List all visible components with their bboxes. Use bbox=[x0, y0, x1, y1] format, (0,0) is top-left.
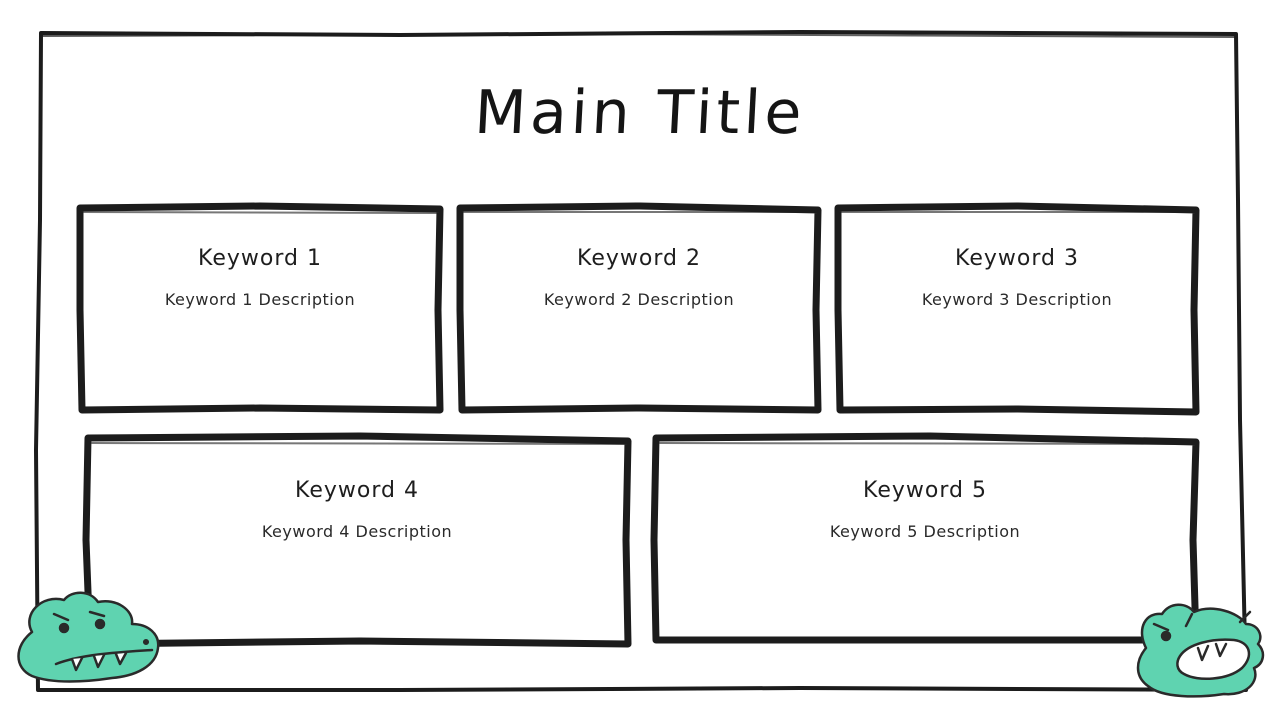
page-title: Main Title bbox=[472, 78, 808, 148]
keyword-4-description: Keyword 4 Description bbox=[261, 522, 453, 541]
keyword-1-description: Keyword 1 Description bbox=[164, 290, 356, 309]
keyword-2-title: Keyword 2 bbox=[577, 246, 701, 271]
keyword-3-title: Keyword 3 bbox=[955, 246, 1079, 271]
keyword-5-title: Keyword 5 bbox=[863, 478, 987, 503]
keyword-1-title: Keyword 1 bbox=[198, 246, 322, 271]
keyword-card-2: Keyword 2 Keyword 2 Description bbox=[460, 206, 818, 412]
keyword-card-1: Keyword 1 Keyword 1 Description bbox=[80, 206, 440, 412]
keyword-card-4: Keyword 4 Keyword 4 Description bbox=[86, 438, 628, 644]
keyword-2-description: Keyword 2 Description bbox=[543, 290, 735, 309]
keyword-card-3: Keyword 3 Keyword 3 Description bbox=[838, 206, 1196, 412]
keyword-3-description: Keyword 3 Description bbox=[921, 290, 1113, 309]
keyword-5-description: Keyword 5 Description bbox=[829, 522, 1021, 541]
keyword-4-title: Keyword 4 bbox=[295, 478, 419, 503]
keyword-card-5: Keyword 5 Keyword 5 Description bbox=[654, 438, 1196, 644]
